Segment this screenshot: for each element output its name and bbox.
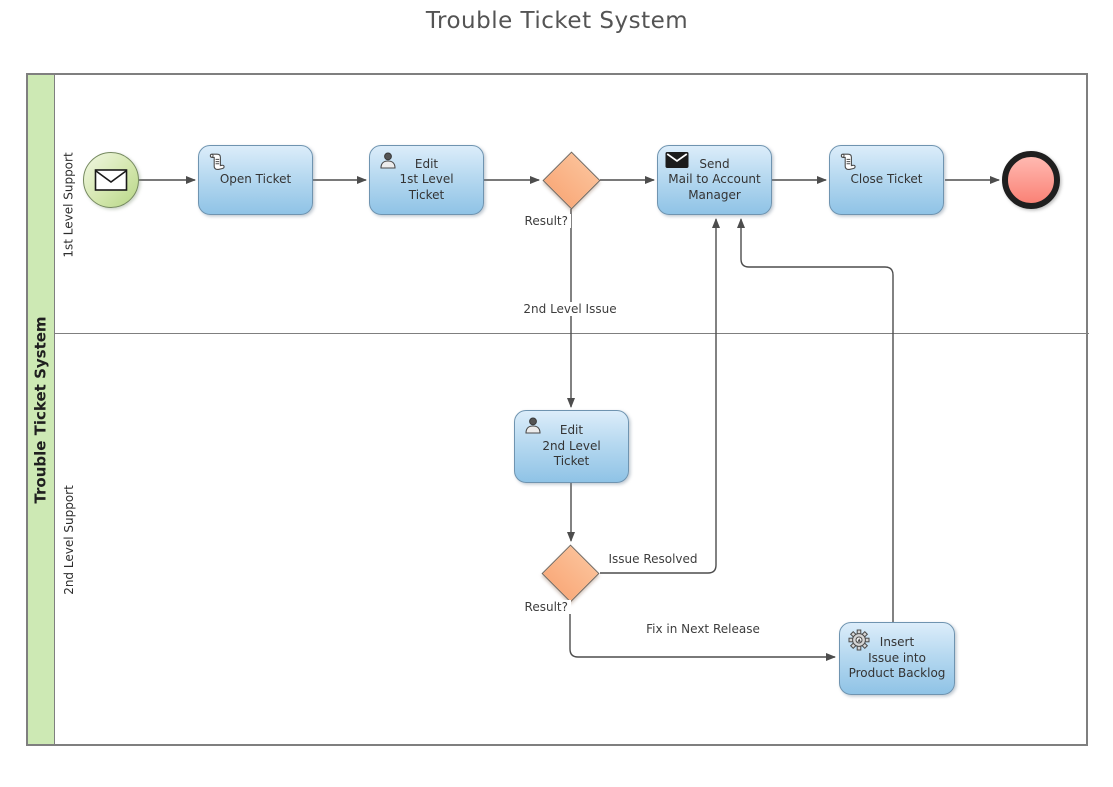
task-label: Close Ticket: [850, 172, 923, 187]
task-edit-1st-level-ticket[interactable]: Edit 1st Level Ticket: [369, 145, 484, 215]
lane-2-label: 2nd Level Support: [62, 485, 77, 595]
edge-label-result-2: Result?: [495, 600, 571, 614]
scroll-icon: [209, 153, 225, 170]
gateway-result-1[interactable]: [542, 151, 600, 209]
lane-1-label: 1st Level Support: [62, 151, 76, 258]
task-send-mail-account-manager[interactable]: Send Mail to Account Manager: [657, 145, 772, 215]
user-icon: [380, 152, 396, 169]
task-label: Send Mail to Account Manager: [668, 156, 761, 202]
message-start-event[interactable]: [83, 152, 139, 208]
pool-label: Trouble Ticket System: [32, 315, 51, 504]
edge-label-fix-in-next-release: Fix in Next Release: [643, 622, 763, 636]
envelope-icon: [94, 169, 128, 191]
edge-label-result-1: Result?: [495, 214, 571, 228]
task-close-ticket[interactable]: Close Ticket: [829, 145, 944, 215]
gateway-result-2[interactable]: [541, 544, 599, 602]
user-icon: [525, 417, 541, 434]
lane-divider: [55, 333, 1089, 334]
pool-header-band: Trouble Ticket System: [28, 75, 55, 744]
task-label: Open Ticket: [219, 172, 292, 187]
task-insert-issue-product-backlog[interactable]: Insert Issue into Product Backlog: [839, 622, 955, 695]
edge-label-2nd-level-issue: 2nd Level Issue: [520, 302, 620, 316]
scroll-icon: [840, 153, 856, 170]
gateway-diamond: [541, 544, 599, 602]
gateway-diamond: [542, 151, 600, 209]
diagram-title: Trouble Ticket System: [425, 8, 689, 34]
lane-2nd-level-support: 2nd Level Support: [56, 334, 82, 746]
edge-label-issue-resolved: Issue Resolved: [605, 552, 701, 566]
mail-icon: [665, 152, 689, 168]
gear-icon: [848, 629, 870, 651]
task-label: Edit 2nd Level Ticket: [542, 423, 601, 469]
lane-1st-level-support: 1st Level Support: [56, 75, 82, 334]
task-label: Insert Issue into Product Backlog: [848, 635, 946, 681]
task-open-ticket[interactable]: Open Ticket: [198, 145, 313, 215]
task-edit-2nd-level-ticket[interactable]: Edit 2nd Level Ticket: [514, 410, 629, 483]
task-label: Edit 1st Level Ticket: [399, 156, 454, 202]
end-event[interactable]: [1002, 151, 1060, 209]
